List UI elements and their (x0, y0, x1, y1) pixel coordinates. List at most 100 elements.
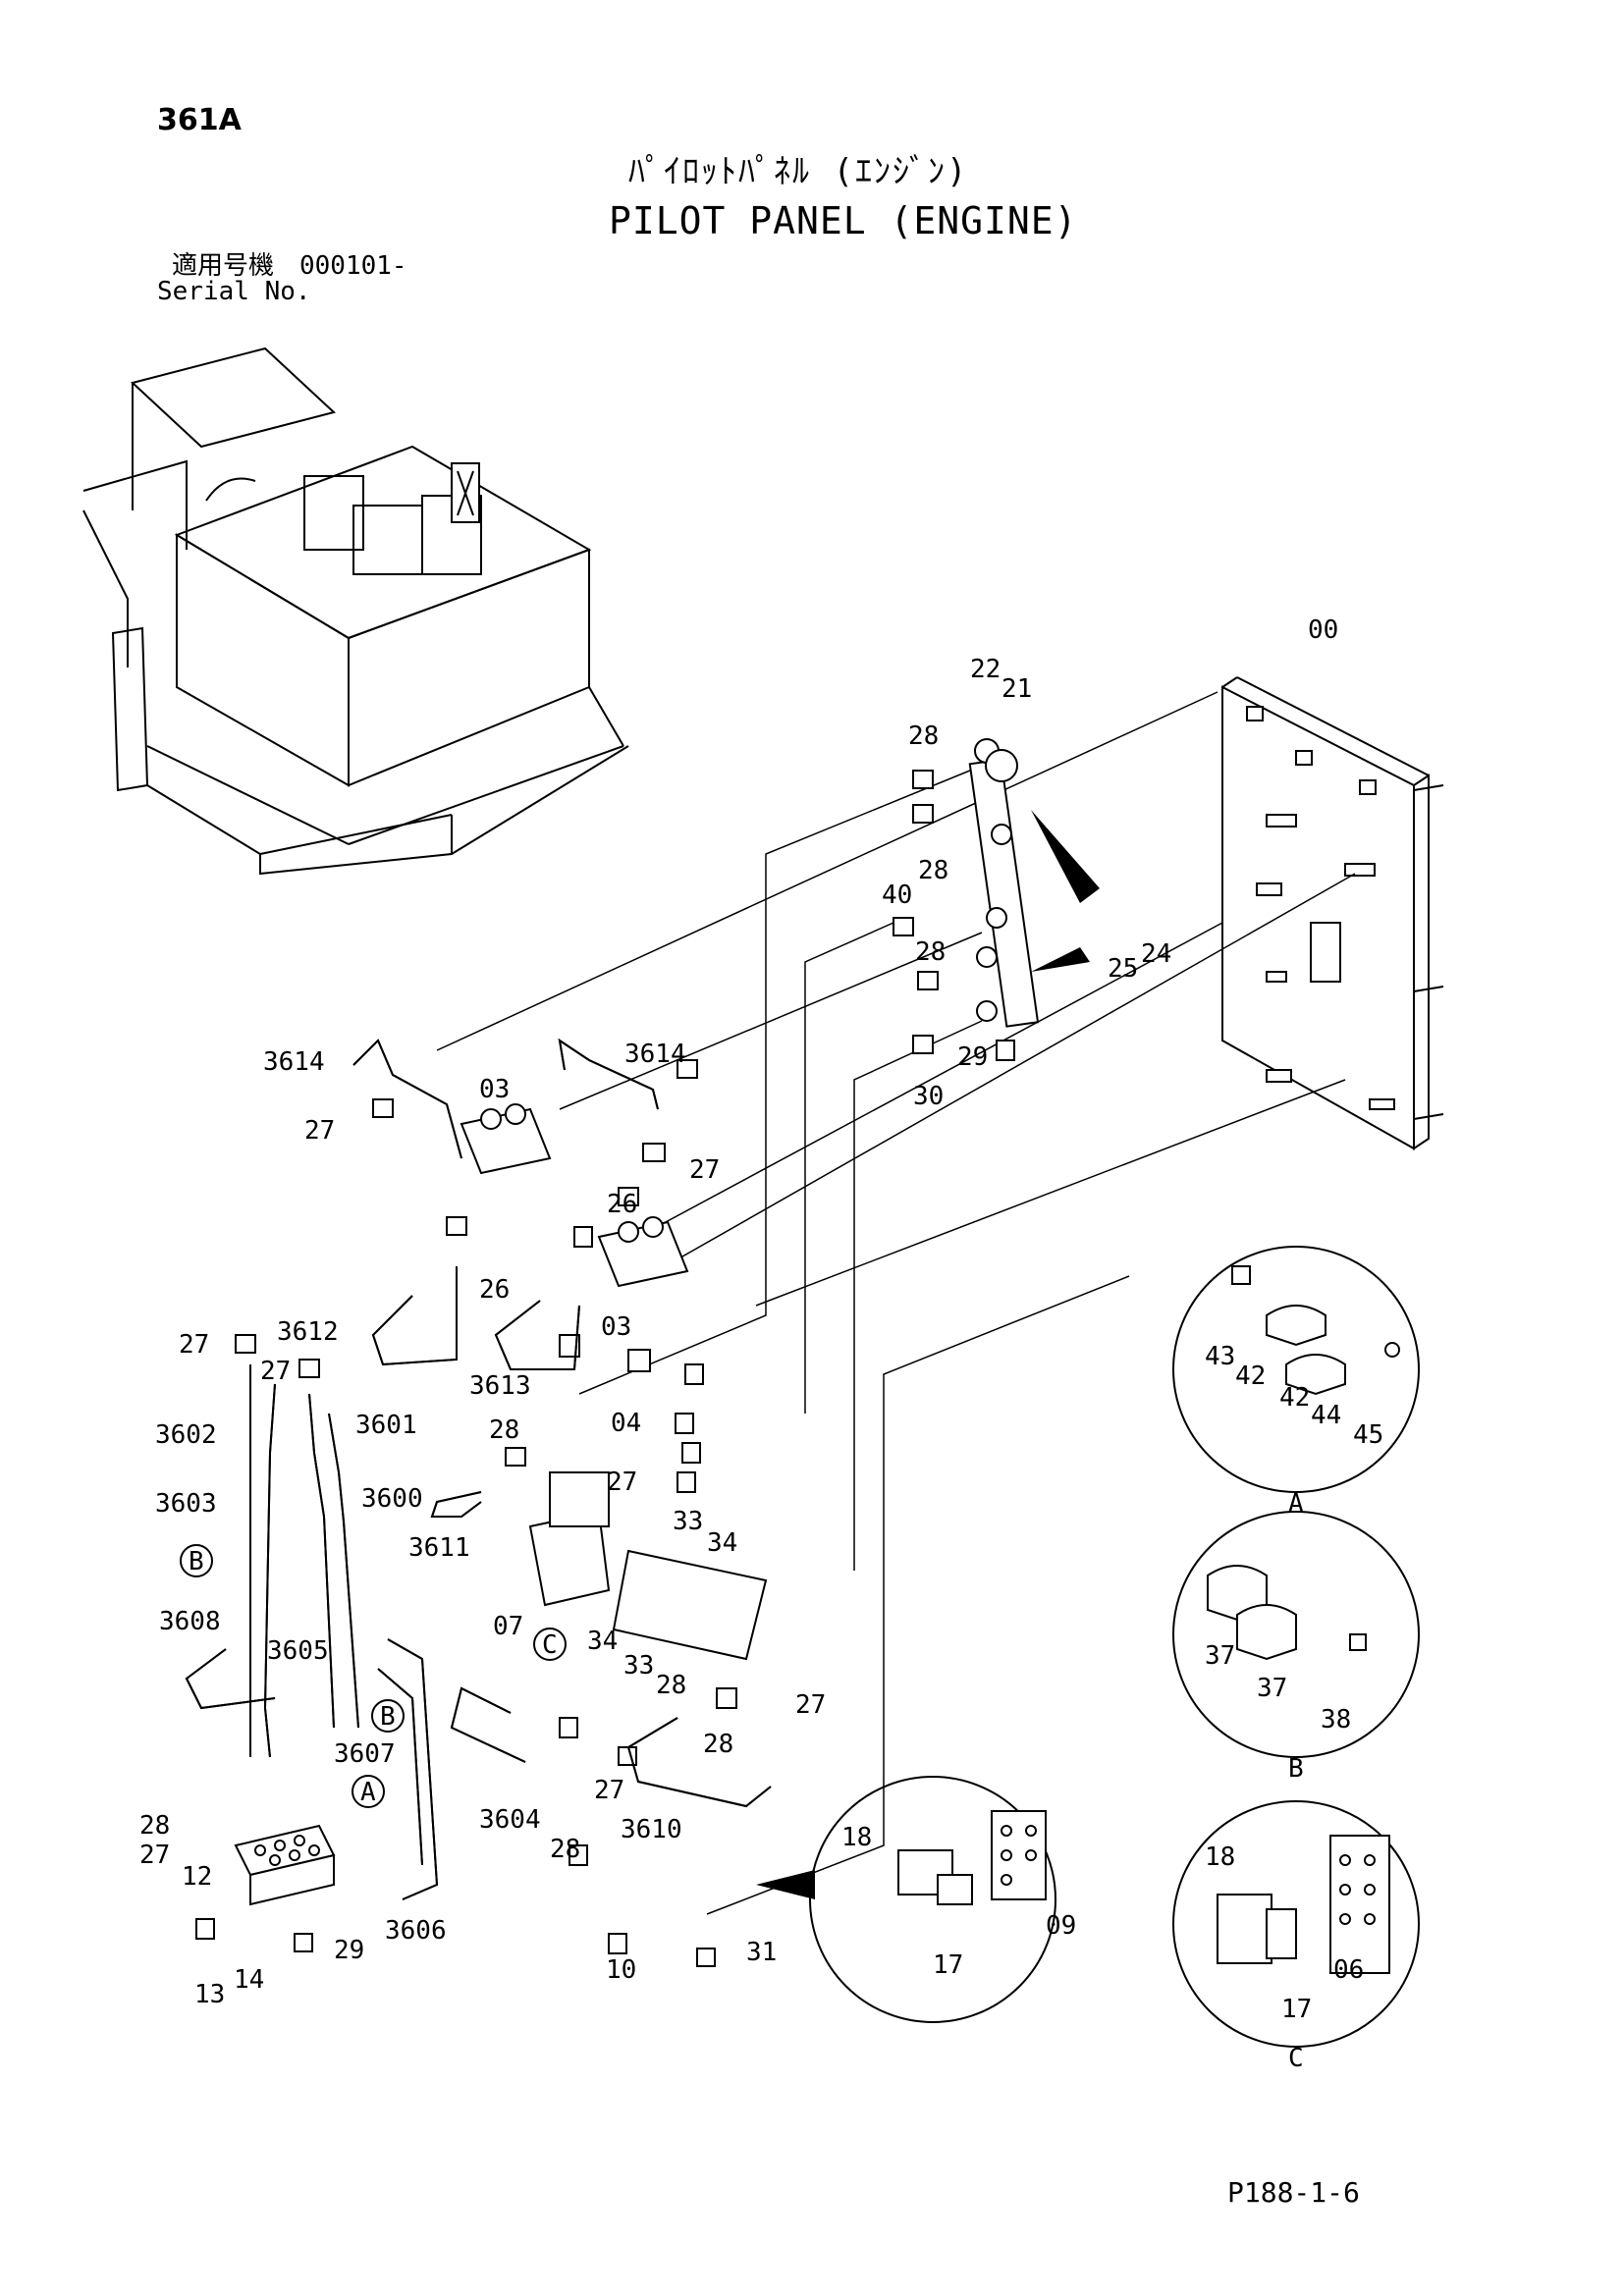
part-label: 00 (1308, 615, 1338, 645)
part-label: 28 (656, 1671, 686, 1700)
part-label: 28 (489, 1415, 519, 1445)
part-label: 10 (606, 1955, 636, 1985)
title-english: PILOT PANEL (ENGINE) (609, 199, 1078, 242)
part-label: 44 (1311, 1401, 1341, 1430)
marker-a-circle (352, 1775, 385, 1808)
machine-overview (82, 347, 629, 876)
part-label: 29 (957, 1042, 988, 1072)
part-label: 3608 (159, 1607, 221, 1636)
connector-block (528, 1471, 768, 1661)
manifold-block (234, 1824, 336, 1906)
part-label: 3607 (334, 1739, 396, 1769)
detail-label-b: B (1288, 1754, 1304, 1784)
part-labels: 00 22 21 28 28 40 28 25 24 29 30 3614 36… (139, 615, 1383, 2024)
page-code: 361A (157, 103, 242, 137)
part-label: 13 (194, 1980, 225, 2009)
valve-blocks (460, 1103, 689, 1288)
part-label: 22 (970, 655, 1001, 684)
part-label: 3614 (624, 1040, 686, 1069)
part-label: 29 (334, 1936, 364, 1965)
hoses (185, 1038, 772, 1900)
part-label: 45 (1353, 1420, 1383, 1450)
part-label: 33 (673, 1507, 703, 1536)
fittings (195, 770, 1015, 1967)
detail-view-c (1172, 1800, 1420, 2048)
detail-view-a (1172, 1246, 1420, 1493)
part-label: 21 (1001, 674, 1032, 704)
marker-b-1: B (189, 1547, 204, 1576)
part-label: 3614 (263, 1047, 325, 1077)
detail-label-a: A (1288, 1489, 1304, 1519)
part-label: 26 (607, 1190, 637, 1219)
part-label: 18 (841, 1823, 872, 1852)
part-label: 28 (915, 937, 946, 967)
part-label: 18 (1205, 1842, 1235, 1872)
part-label: 42 (1279, 1383, 1310, 1413)
marker-c: C (542, 1630, 558, 1660)
title-japanese: ﾊﾟｲﾛｯﾄﾊﾟﾈﾙ (ｴﾝｼﾞﾝ) (628, 152, 969, 191)
part-label: 28 (918, 856, 948, 885)
part-label: 42 (1235, 1362, 1266, 1391)
part-label: 27 (689, 1155, 720, 1185)
part-label: 30 (913, 1082, 944, 1111)
part-label: 12 (182, 1862, 212, 1892)
page-reference: P188-1-6 (1227, 2176, 1360, 2209)
part-label: 24 (1141, 939, 1171, 969)
part-label: 28 (139, 1811, 170, 1841)
part-label: 43 (1205, 1342, 1235, 1371)
part-label: 14 (234, 1965, 264, 1995)
part-label: 04 (611, 1409, 641, 1438)
part-label: 27 (594, 1776, 624, 1805)
detail-view-c-inset (756, 1776, 1056, 2023)
part-label: 3612 (277, 1317, 339, 1347)
serial-label-english: Serial No. (157, 277, 311, 306)
part-label: 03 (479, 1075, 510, 1104)
part-label: 3600 (361, 1484, 423, 1514)
part-label: 06 (1333, 1955, 1364, 1985)
marker-a: A (360, 1778, 376, 1807)
part-label: 17 (1281, 1995, 1312, 2024)
pipe-block (968, 738, 1100, 1028)
part-label: 33 (623, 1651, 654, 1681)
part-label: 3602 (155, 1420, 217, 1450)
part-label: 28 (550, 1835, 580, 1864)
part-label: 37 (1205, 1641, 1235, 1671)
part-label: 28 (703, 1730, 733, 1759)
serial-label-japanese: 適用号機 000101- (172, 251, 407, 281)
part-label: 3611 (408, 1533, 470, 1563)
part-label: 34 (707, 1528, 737, 1558)
part-label: 40 (882, 881, 912, 910)
pilot-panel-plate (1221, 676, 1444, 1150)
part-label: 17 (933, 1950, 963, 1980)
marker-b-circle-1 (180, 1544, 213, 1577)
part-label: 34 (587, 1627, 618, 1656)
marker-c-circle (533, 1628, 567, 1661)
part-label: 3601 (355, 1411, 417, 1440)
part-label: 3603 (155, 1489, 217, 1519)
part-label: 3613 (469, 1371, 531, 1401)
detail-view-b (1172, 1511, 1420, 1758)
part-label: 27 (304, 1116, 335, 1146)
part-label: 25 (1108, 954, 1138, 984)
part-label: 31 (746, 1938, 777, 1967)
part-label: 26 (479, 1275, 510, 1305)
part-label: 27 (139, 1841, 170, 1870)
part-label: 03 (601, 1312, 631, 1342)
marker-b-2: B (380, 1702, 396, 1732)
detail-label-c: C (1288, 2044, 1304, 2073)
part-label: 3605 (267, 1636, 329, 1666)
part-label: 38 (1321, 1705, 1351, 1735)
part-label: 3606 (385, 1916, 447, 1946)
part-label: 3604 (479, 1805, 541, 1835)
part-label: 27 (607, 1468, 637, 1497)
part-label: 27 (179, 1330, 209, 1360)
marker-b-circle-2 (371, 1699, 405, 1733)
part-label: 27 (260, 1357, 291, 1386)
part-label: 09 (1046, 1911, 1076, 1941)
part-label: 37 (1257, 1674, 1287, 1703)
part-label: 27 (795, 1690, 826, 1720)
part-label: 07 (493, 1612, 523, 1641)
part-label: 28 (908, 721, 939, 751)
part-label: 3610 (621, 1815, 682, 1844)
